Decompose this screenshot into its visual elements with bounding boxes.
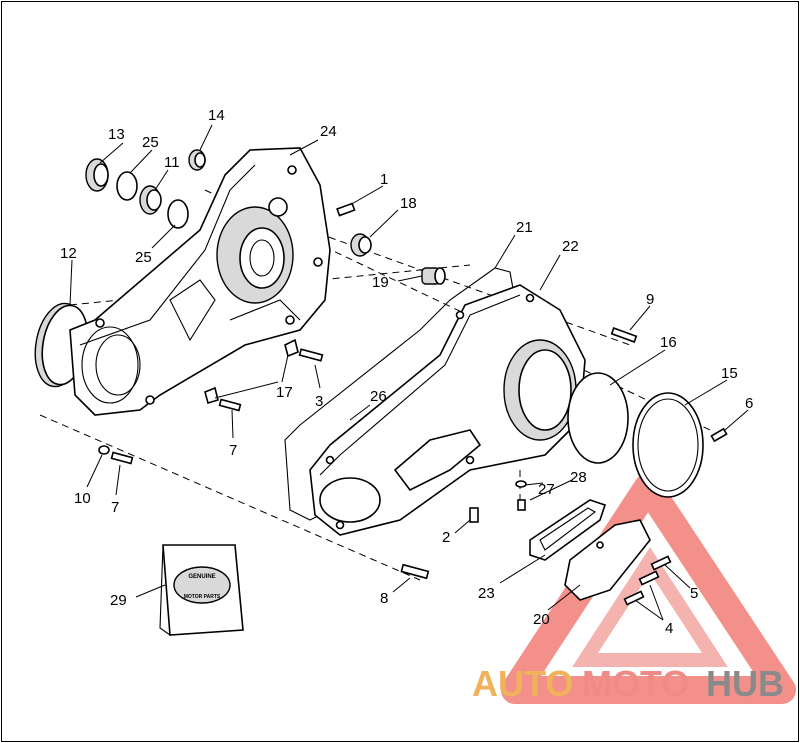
watermark-moto: MOTO xyxy=(582,663,689,704)
part-6-screw xyxy=(710,427,728,443)
watermark-hub: HUB xyxy=(706,663,784,704)
part-13-seal xyxy=(85,158,109,192)
part-7-screw-upper xyxy=(218,398,242,412)
part-9-screw xyxy=(610,327,638,343)
part-20-inspection-cover xyxy=(564,519,651,601)
part-16-o-ring xyxy=(567,372,629,464)
callout-17: 17 xyxy=(276,384,293,401)
package-label-bottom: MOTOR PARTS xyxy=(184,594,221,600)
part-25-retaining-ring-upper xyxy=(116,171,138,201)
callout-14: 14 xyxy=(208,107,225,124)
callout-23: 23 xyxy=(478,585,495,602)
part-10-washer xyxy=(98,445,110,455)
callout-2: 2 xyxy=(442,529,450,546)
part-2-plug xyxy=(469,507,479,523)
part-25-retaining-ring-lower xyxy=(167,199,189,229)
callout-25-upper: 25 xyxy=(142,134,159,151)
callout-15: 15 xyxy=(721,365,738,382)
callout-28: 28 xyxy=(570,469,587,486)
callout-9: 9 xyxy=(646,291,654,308)
part-15-derby-cover xyxy=(632,392,704,498)
package-label-top: GENUINE xyxy=(188,574,215,580)
callout-16: 16 xyxy=(660,334,677,351)
callout-27: 27 xyxy=(538,481,555,498)
callout-10: 10 xyxy=(74,490,91,507)
part-1-dowel-pin xyxy=(336,202,356,217)
part-11-bearing xyxy=(139,185,162,215)
callout-7-lower: 7 xyxy=(111,499,119,516)
callout-18: 18 xyxy=(400,195,417,212)
part-14-bushing xyxy=(188,149,206,171)
part-7-screw-lower xyxy=(110,451,134,465)
watermark-auto: AUTO xyxy=(472,663,573,704)
callout-19: 19 xyxy=(372,274,389,291)
callout-4: 4 xyxy=(665,620,673,637)
part-24-inner-primary xyxy=(69,147,331,416)
watermark-text: AUTO MOTO HUB xyxy=(472,663,784,704)
part-29-package: GENUINE MOTOR PARTS xyxy=(159,544,244,636)
part-8-screw xyxy=(400,563,430,580)
callout-5: 5 xyxy=(690,585,698,602)
part-22-primary-cover xyxy=(309,284,586,536)
callout-3: 3 xyxy=(315,393,323,410)
part-27-28-screws xyxy=(515,480,527,511)
part-3-screw xyxy=(298,348,324,362)
part-18-seal xyxy=(350,233,372,257)
callout-12: 12 xyxy=(60,245,77,262)
callout-1: 1 xyxy=(380,171,388,188)
callout-26: 26 xyxy=(370,388,387,405)
callout-25-lower: 25 xyxy=(135,249,152,266)
callout-24: 24 xyxy=(320,123,337,140)
callout-labels: 13 25 11 14 24 25 12 1 18 21 22 19 17 3 … xyxy=(60,107,753,637)
callout-22: 22 xyxy=(562,238,579,255)
part-23-gasket xyxy=(529,499,607,561)
leader-lines xyxy=(69,124,749,621)
callout-7-upper: 7 xyxy=(229,442,237,459)
callout-21: 21 xyxy=(516,219,533,236)
callout-13: 13 xyxy=(108,126,125,143)
callout-6: 6 xyxy=(745,395,753,412)
part-4-5-screws xyxy=(623,555,672,606)
part-19-bushing xyxy=(421,267,446,285)
part-17-clamp xyxy=(204,338,299,405)
watermark-logo xyxy=(501,473,796,704)
callout-8: 8 xyxy=(380,590,388,607)
callout-20: 20 xyxy=(533,611,550,628)
callout-29: 29 xyxy=(110,592,127,609)
callout-11: 11 xyxy=(164,154,180,171)
